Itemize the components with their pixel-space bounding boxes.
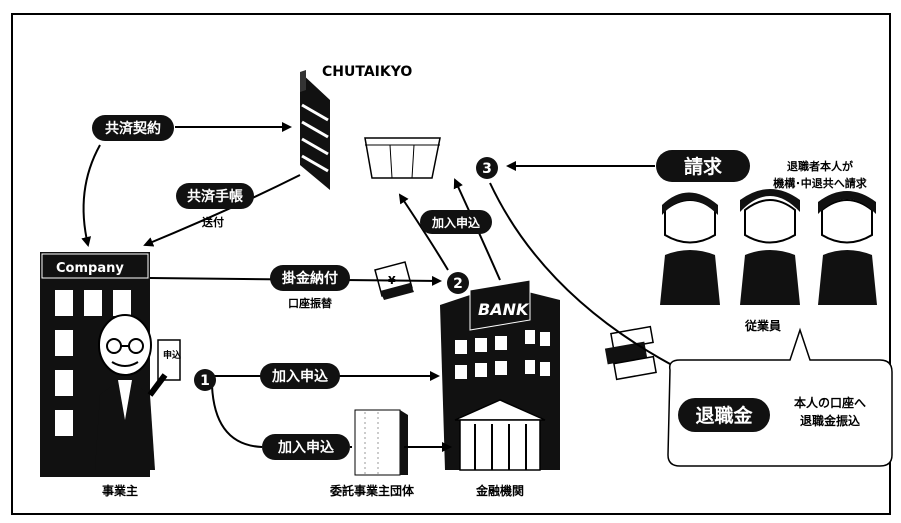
- svg-text:掛金納付: 掛金納付: [282, 270, 338, 287]
- pill-retirement: 退職金: [678, 398, 770, 432]
- bank-label: BANK: [478, 300, 530, 319]
- employees-label: 従業員: [744, 318, 781, 333]
- svg-text:2: 2: [453, 276, 463, 292]
- pill-apply-bottom: 加入申込: [262, 434, 350, 460]
- employer-figure: [95, 314, 181, 470]
- svg-text:加入申込: 加入申込: [271, 368, 328, 385]
- yen-envelope: [374, 261, 414, 300]
- bank-building: [440, 279, 560, 471]
- association-label: 委託事業主団体: [329, 483, 415, 498]
- application-slip-text: 申込: [163, 349, 181, 361]
- step-2-badge: 2: [447, 272, 469, 294]
- employees-figures: [660, 189, 877, 305]
- svg-text:共済手帳: 共済手帳: [187, 188, 243, 205]
- svg-text:加入申込: 加入申込: [277, 439, 334, 456]
- retirement-note-line2: 退職金振込: [800, 413, 860, 428]
- financial-institution-label: 金融機関: [475, 483, 524, 498]
- svg-text:請求: 請求: [684, 155, 723, 178]
- step-1-badge: 1: [194, 369, 216, 391]
- svg-text:共済契約: 共済契約: [105, 120, 161, 137]
- pill-apply-bank-to-org: 加入申込: [420, 210, 492, 234]
- pill-payment: 掛金納付: [270, 265, 350, 291]
- chutaikyo-title: CHUTAIKYO: [322, 64, 412, 80]
- association-building: [354, 409, 408, 476]
- svg-text:退職金: 退職金: [695, 404, 753, 427]
- step-3-badge: 3: [476, 157, 498, 179]
- svg-text:3: 3: [482, 161, 492, 177]
- pill-request: 請求: [656, 150, 750, 182]
- pill-passbook: 共済手帳: [176, 183, 254, 209]
- retirement-note-line1: 本人の口座へ: [794, 395, 866, 410]
- pill-apply-top: 加入申込: [260, 363, 340, 389]
- svg-text:1: 1: [200, 373, 210, 389]
- passbook-sub-label: 送付: [201, 215, 224, 229]
- pill-contract: 共済契約: [92, 115, 174, 141]
- chutaikyo-building: [300, 70, 441, 190]
- request-note-line2: 機構･中退共へ請求: [773, 176, 867, 190]
- company-label: Company: [56, 261, 124, 276]
- money-stack: [604, 325, 657, 381]
- payment-sub-label: 口座振替: [288, 296, 333, 310]
- employer-label: 事業主: [102, 483, 138, 498]
- svg-text:加入申込: 加入申込: [431, 215, 480, 230]
- request-note-line1: 退職者本人が: [787, 159, 853, 173]
